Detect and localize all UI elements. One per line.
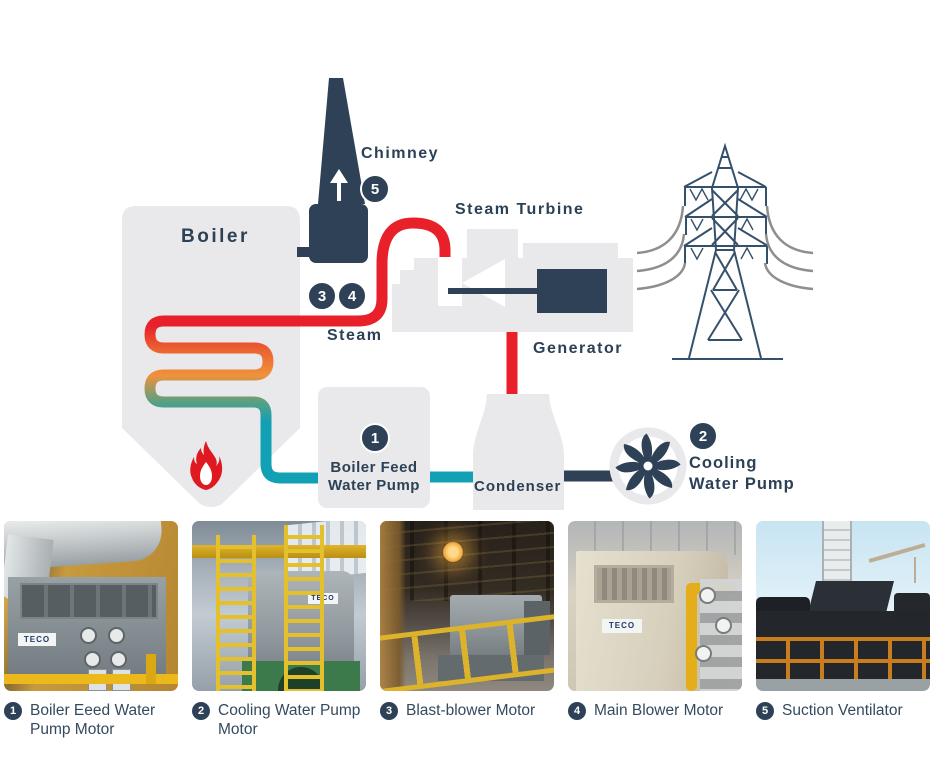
- photo-blast-blower-motor: [380, 521, 554, 691]
- valve-wheel: [695, 645, 712, 662]
- boiler-label: Boiler: [181, 226, 250, 247]
- vent-grille: [594, 565, 674, 603]
- boiler-shape: [122, 206, 300, 507]
- generator-shape: [537, 269, 607, 313]
- yellow-pipe-riser: [686, 583, 697, 691]
- ventilator-housing-top: [808, 581, 894, 613]
- caption-3-badge: 3: [380, 702, 398, 720]
- process-flow-diagram: [122, 78, 814, 510]
- valve-wheel: [699, 587, 716, 604]
- ceiling-beams: [380, 521, 554, 601]
- steam-label: Steam: [327, 327, 383, 344]
- gauge-dial: [110, 651, 127, 668]
- caption-4-badge: 4: [568, 702, 586, 720]
- power-lines: [636, 205, 814, 291]
- chimney-shape: [297, 78, 368, 263]
- photo-main-blower-motor: TECO: [568, 521, 742, 691]
- condenser-shape: [473, 394, 564, 510]
- feed-pump-label: Boiler Feed Water Pump: [318, 459, 430, 495]
- caption-2-badge: 2: [192, 702, 210, 720]
- caption-4: 4 Main Blower Motor: [568, 701, 742, 739]
- cooling-pump-label: Cooling Water Pump: [689, 453, 795, 495]
- up-arrow-icon: [330, 169, 348, 201]
- caption-5-badge: 5: [756, 702, 774, 720]
- caption-5-text: Suction Ventilator: [782, 702, 903, 719]
- wall-seams: [568, 521, 742, 555]
- steam-turbine-label: Steam Turbine: [455, 201, 585, 218]
- marker-1-feed-pump: 1: [360, 423, 390, 453]
- feed-pump-label-line2: Water Pump: [328, 477, 420, 494]
- gauge-dial: [108, 627, 125, 644]
- yellow-pipe: [4, 674, 178, 684]
- caption-1: 1 Boiler Eeed Water Pump Motor: [4, 701, 178, 739]
- feed-pump-label-line1: Boiler Feed: [330, 459, 418, 476]
- flame-icon: [190, 441, 223, 490]
- orange-railing: [756, 637, 930, 683]
- teco-nameplate: TECO: [602, 619, 642, 633]
- generator-label: Generator: [533, 340, 623, 357]
- boiler-coil-steam-pipe: [144, 217, 451, 484]
- ceiling-lamp: [442, 541, 464, 563]
- caption-3-text: Blast-blower Motor: [406, 702, 536, 719]
- cooling-pump-label-line1: Cooling: [689, 454, 758, 472]
- cage-ladder: [216, 535, 256, 691]
- gauge-dial: [84, 651, 101, 668]
- caption-5: 5 Suction Ventilator: [756, 701, 930, 739]
- turbine-inlet-gap: [438, 258, 462, 306]
- vent-grille: [20, 583, 158, 619]
- marker-5-chimney: 5: [360, 174, 390, 204]
- caption-3: 3 Blast-blower Motor: [380, 701, 554, 739]
- teco-nameplate: TECO: [18, 633, 56, 646]
- caption-4-text: Main Blower Motor: [594, 702, 724, 719]
- condenser-label: Condenser: [474, 478, 562, 495]
- turbine-shaft: [448, 288, 538, 294]
- turbine-wedge: [462, 259, 505, 307]
- gauge-dial: [80, 627, 97, 644]
- caption-1-text: Boiler Eeed Water Pump Motor: [30, 702, 156, 738]
- gallery-captions: 1 Boiler Eeed Water Pump Motor 2 Cooling…: [0, 701, 940, 739]
- caption-2-text: Cooling Water Pump Motor: [218, 702, 361, 738]
- cage-ladder: [284, 525, 324, 691]
- cooling-pump-label-line2: Water Pump: [689, 475, 795, 493]
- yellow-pipe-riser: [146, 654, 156, 684]
- photo-cooling-water-pump-motor: TECO: [192, 521, 366, 691]
- valve-wheel: [715, 617, 732, 634]
- photo-suction-ventilator: [756, 521, 930, 691]
- chimney-label: Chimney: [361, 145, 440, 162]
- marker-2-cooling-pump: 2: [688, 421, 718, 451]
- caption-1-badge: 1: [4, 702, 22, 720]
- transmission-tower-icon: [672, 142, 783, 360]
- caption-2: 2 Cooling Water Pump Motor: [192, 701, 366, 739]
- marker-4-steam: 4: [337, 281, 367, 311]
- crane-jib: [868, 543, 926, 563]
- concrete-deck: [756, 679, 930, 691]
- photo-boiler-feed-water-pump-motor: TECO: [4, 521, 178, 691]
- crane-cable: [914, 557, 916, 583]
- equipment-photo-gallery: TECO TECO: [0, 521, 940, 691]
- cooling-fan-icon: [609, 427, 687, 505]
- marker-3-steam: 3: [307, 281, 337, 311]
